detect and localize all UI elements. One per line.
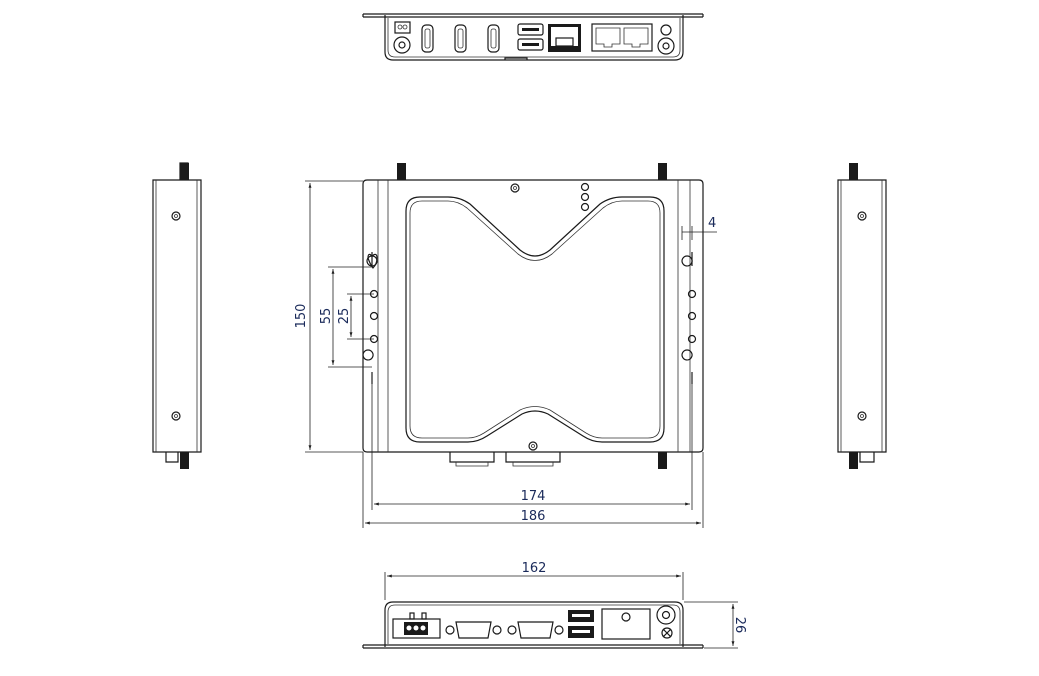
ground-screw-icon bbox=[661, 627, 673, 639]
front-plan-view bbox=[179, 162, 704, 469]
led-indicators bbox=[580, 182, 590, 212]
left-side-view bbox=[152, 163, 202, 469]
dim-thickness-26: 26 bbox=[732, 617, 747, 634]
antenna-connector bbox=[657, 37, 675, 55]
dimension-labels: 150 55 25 4 174 186 162 26 bbox=[294, 216, 747, 633]
dual-ethernet-ports bbox=[591, 23, 653, 52]
dimension-lines bbox=[305, 180, 738, 649]
power-terminal bbox=[394, 21, 411, 34]
dim-offset-4: 4 bbox=[708, 216, 716, 231]
keyhole-mounts bbox=[362, 252, 693, 384]
right-side-view bbox=[837, 163, 887, 469]
dim-keyhole-55: 55 bbox=[319, 308, 334, 325]
dim-hole-25: 25 bbox=[337, 308, 352, 325]
db9-connectors bbox=[449, 452, 561, 467]
dim-width-186: 186 bbox=[521, 509, 546, 524]
antenna-connector bbox=[656, 605, 676, 625]
mount-holes bbox=[369, 289, 697, 344]
usb-ports bbox=[517, 23, 544, 51]
dim-width-174: 174 bbox=[521, 489, 546, 504]
top-io-panel-view bbox=[362, 13, 704, 61]
dim-width-162: 162 bbox=[522, 561, 547, 576]
bottom-io-panel-view bbox=[362, 601, 704, 649]
db9-serial-ports bbox=[445, 621, 564, 639]
ethernet-port bbox=[548, 24, 581, 52]
led-icon bbox=[660, 24, 672, 36]
antenna-connector bbox=[393, 36, 411, 54]
power-terminal-block bbox=[392, 612, 441, 639]
usb-ports bbox=[568, 610, 594, 638]
hdmi-ports bbox=[421, 24, 500, 53]
dim-height-150: 150 bbox=[294, 304, 309, 329]
sim-card-slot bbox=[601, 608, 651, 640]
